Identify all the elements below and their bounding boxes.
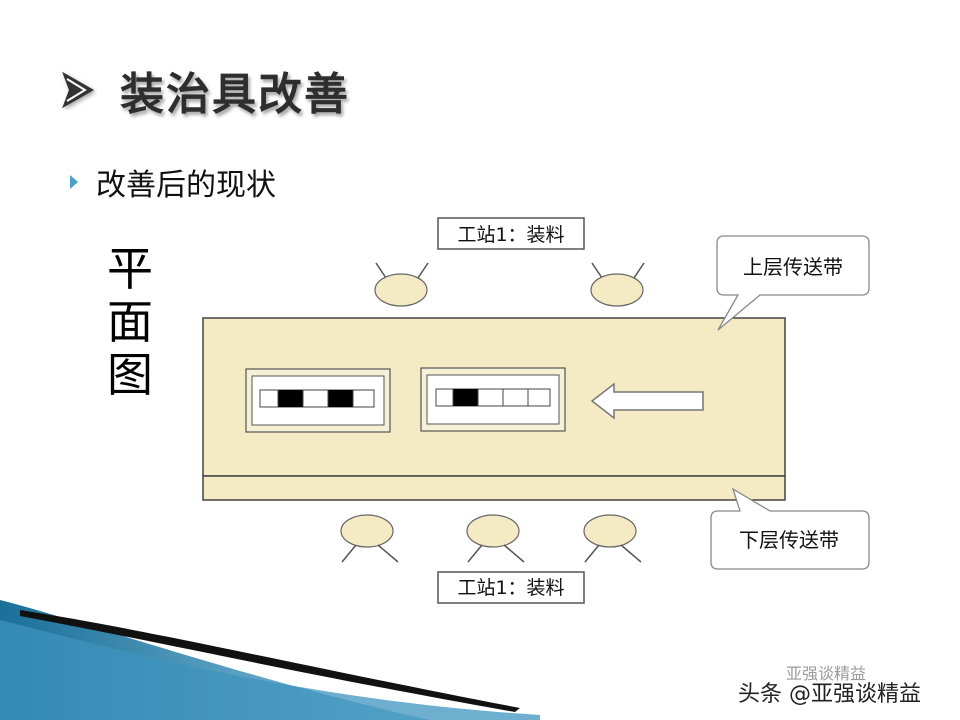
vertical-label-char: 面 <box>107 295 153 349</box>
lower-belt-callout <box>710 487 870 570</box>
vertical-label-char: 图 <box>107 348 153 402</box>
swoosh-blue-light <box>0 620 540 720</box>
operator-icon <box>374 262 429 307</box>
vertical-label-char: 平 <box>107 242 153 296</box>
watermark-brand: 亚强谈精益 <box>786 664 867 683</box>
operator-icon <box>583 514 642 563</box>
title-row: 装治具改善 <box>58 55 350 125</box>
bullet-text: 改善后的现状 <box>96 168 276 203</box>
swoosh-black-stroke <box>20 610 520 712</box>
lower-conveyor-belt <box>202 475 786 501</box>
upper-belt-label: 上层传送带 <box>743 255 843 279</box>
station-top-label: 工站1：装料 <box>457 224 564 246</box>
arrow-left-icon <box>590 382 704 420</box>
fixture-tray <box>420 367 566 432</box>
operator-icon <box>340 514 399 563</box>
vertical-label: 平 面 图 <box>100 243 160 402</box>
lower-belt-label: 下层传送带 <box>739 528 839 552</box>
corner-swoosh-decoration <box>0 600 540 720</box>
station-bottom-label: 工站1：装料 <box>457 577 564 599</box>
operator-icon <box>590 262 645 307</box>
station-bottom-box <box>437 571 585 604</box>
watermark-text: 头条 @亚强谈精益 <box>738 682 921 707</box>
bullet-triangle-icon <box>70 175 78 189</box>
upper-belt-callout <box>716 235 870 331</box>
page-title: 装治具改善 <box>120 69 350 120</box>
chevron-right-icon <box>62 71 95 109</box>
bullet-item: 改善后的现状 <box>70 160 276 204</box>
fixture-tray <box>245 368 391 433</box>
operator-icon <box>466 514 525 563</box>
station-top-box <box>437 217 585 250</box>
